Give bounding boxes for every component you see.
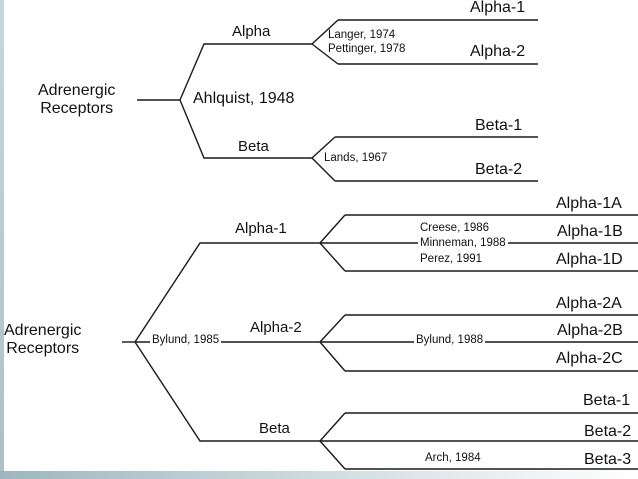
d1-root-line1: Adrenergic [38,82,116,99]
d2-root-label: Adrenergic Receptors [4,322,81,359]
d2-leaf-beta-1: Beta-1 [583,392,631,409]
d1-alpha-to-alpha1 [311,19,339,45]
d1-root-label: Adrenergic Receptors [38,82,115,119]
d2-alpha1-to-1d [319,242,346,272]
d1-root-branch-alpha [179,43,312,101]
d1-beta-to-beta1 [311,136,336,159]
d1-alpha-to-alpha2 [311,43,339,65]
d2-leaf-alpha-1a: Alpha-1A [556,195,622,212]
d1-leaf-beta-1: Beta-1 [475,117,523,134]
d2-alpha2-to-2a [319,314,346,343]
d1-alpha-citation-1: Langer, 1974 [328,29,396,41]
d1-branch-alpha: Alpha [232,23,271,40]
d2-alpha2-to-2c [319,341,346,372]
d2-alpha1-citation-3: Perez, 1991 [420,253,483,265]
slide-edge-decoration [0,0,4,479]
d2-leaf-alpha-1d: Alpha-1D [556,251,623,268]
d1-beta-citation-1: Lands, 1967 [324,152,388,164]
d2-leaf-alpha-2a: Alpha-2A [556,295,622,312]
d2-branch-alpha-1: Alpha-1 [235,220,287,237]
d1-leaf-alpha-1: Alpha-1 [470,0,526,16]
d1-root-line2: Receptors [40,100,114,118]
d2-leaf-alpha-2c: Alpha-2C [556,350,623,367]
d2-leaf-beta-2: Beta-2 [582,423,634,440]
d2-alpha1-citation-2: Minneman, 1988 [418,237,508,250]
d2-beta-to-beta3 [319,440,346,470]
d1-root-branch-beta [179,99,312,159]
d2-alpha2-citation-1: Bylund, 1988 [414,334,486,347]
d2-root-branch-alpha1 [134,242,320,343]
d1-beta-to-beta2 [311,157,336,182]
d2-leaf-alpha-2b: Alpha-2B [555,322,625,339]
d2-root-citation: Bylund, 1985 [150,334,222,347]
d2-root-line2: Receptors [6,340,80,358]
d1-branch-beta: Beta [238,138,269,155]
d1-leaf-beta-2: Beta-2 [475,161,523,178]
d2-beta-to-beta1 [319,412,346,442]
d1-alpha-citation-2: Pettinger, 1978 [328,43,406,55]
d2-root-branch-beta [134,341,320,442]
d2-branch-beta: Beta [259,420,290,437]
d1-leaf-alpha-2: Alpha-2 [470,43,526,60]
d2-leaf-beta-3: Beta-3 [582,451,634,468]
d2-root-line1: Adrenergic [4,322,82,339]
d2-alpha1-citation-1: Creese, 1986 [420,222,490,234]
d1-root-citation: Ahlquist, 1948 [193,90,295,107]
d2-beta-citation-1: Arch, 1984 [425,452,481,464]
d2-leaf-alpha-1b: Alpha-1B [555,223,625,240]
d2-alpha1-to-1a [319,214,346,244]
slide-bottom-decoration [0,471,638,479]
d2-branch-alpha-2: Alpha-2 [250,319,302,336]
